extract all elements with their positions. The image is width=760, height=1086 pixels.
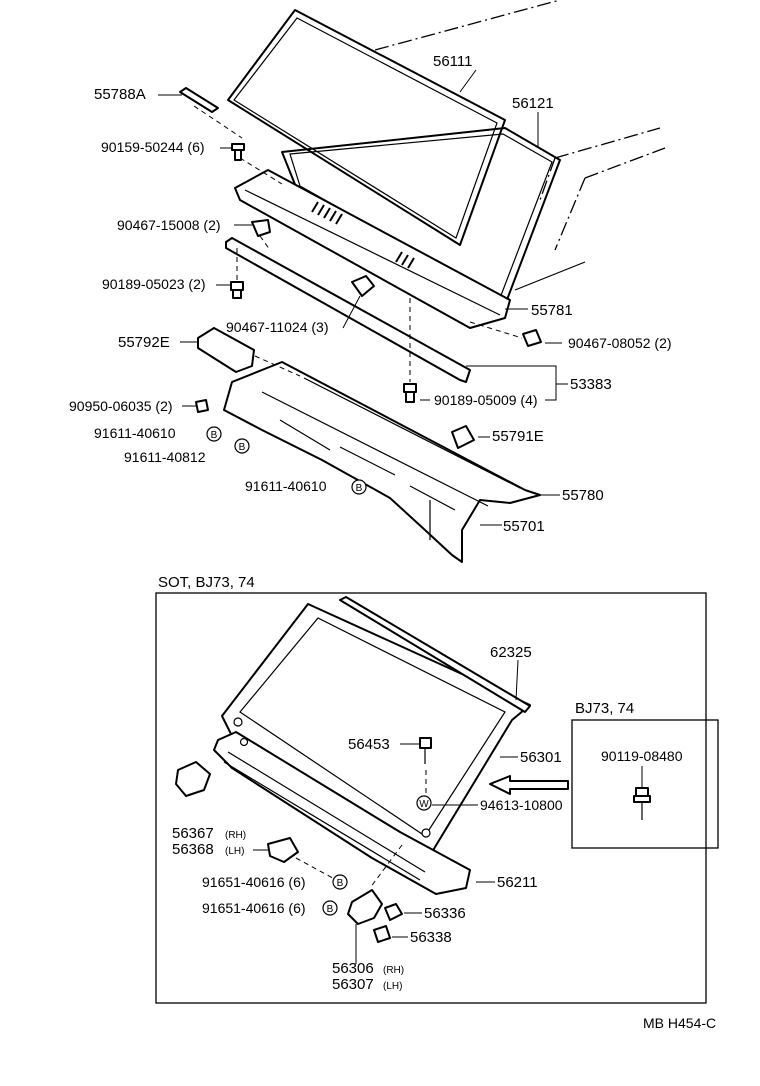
pad-90950: [195, 399, 209, 413]
label-90119: 90119-08480: [601, 748, 683, 764]
label-56301: 56301: [520, 749, 562, 766]
upper-leader-lines: [158, 69, 568, 526]
label-91611-40610-a: 91611-40610: [94, 425, 176, 441]
section-title-bj: BJ73, 74: [575, 700, 634, 717]
label-55781: 55781: [531, 302, 573, 319]
clip-90159: [231, 143, 245, 161]
lower-leader-lines: [253, 659, 643, 964]
marker-b-3: B: [351, 479, 367, 495]
label-56307-side: (LH): [383, 981, 402, 992]
label-56306-side: (RH): [383, 965, 404, 976]
label-56367: 56367: [172, 825, 214, 842]
label-91611-40812: 91611-40812: [124, 449, 206, 465]
label-56367-side: (RH): [225, 830, 246, 841]
body-phantom-lines: [374, 0, 666, 291]
part-56336: [384, 903, 403, 921]
lower-frame-56211: [213, 731, 471, 895]
bracket-56367: [267, 837, 299, 863]
section-title-sot: SOT, BJ73, 74: [158, 574, 255, 591]
svg-text:B: B: [211, 430, 218, 441]
label-55701: 55701: [503, 518, 545, 535]
sot-section-box: [155, 592, 707, 1004]
windshield-frame: [221, 603, 531, 853]
label-56368: 56368: [172, 841, 214, 858]
detail-arrow: [489, 775, 569, 795]
part-56338: [373, 925, 391, 943]
label-53383: 53383: [570, 376, 612, 393]
bolt-56453: [419, 737, 432, 764]
seal-strip-53383: [225, 237, 471, 383]
label-56111: 56111: [433, 53, 473, 70]
assembly-dashed-lines: [193, 105, 523, 382]
svg-text:B: B: [337, 878, 344, 889]
bracket-left-lower: [175, 761, 211, 797]
label-56368-side: (LH): [225, 846, 244, 857]
cowl-top-panel: [234, 169, 511, 329]
diagram-code: MB H454-C: [643, 1015, 716, 1031]
grommet-90467-11024: [351, 275, 375, 297]
bolt-90119: [633, 787, 651, 820]
lower-labels: 62325 56453 56301 94613-10800 56367 (RH)…: [172, 644, 683, 993]
label-90950: 90950-06035 (2): [69, 398, 173, 414]
label-55792e: 55792E: [118, 334, 170, 351]
label-56307: 56307: [332, 976, 374, 993]
svg-text:B: B: [239, 442, 246, 453]
marker-b-4: B: [332, 874, 348, 890]
label-90189-05009: 90189-05009 (4): [434, 392, 538, 408]
cowl-vent-slots: [311, 201, 415, 269]
marker-w: W: [416, 795, 432, 811]
label-90467-11024: 90467-11024 (3): [226, 319, 328, 335]
clip-90189-05023: [230, 281, 244, 299]
label-94613: 94613-10800: [480, 797, 563, 813]
sot-dashed-lines: [295, 770, 427, 889]
label-55780: 55780: [562, 487, 604, 504]
label-56336: 56336: [424, 905, 466, 922]
svg-text:B: B: [327, 904, 334, 915]
label-90467-15008: 90467-15008 (2): [117, 217, 221, 233]
label-91651-a: 91651-40616 (6): [202, 874, 306, 890]
label-56338: 56338: [410, 929, 452, 946]
marker-b-5: B: [322, 900, 338, 916]
label-91651-b: 91651-40616 (6): [202, 900, 306, 916]
bj-inset-box: [571, 719, 719, 849]
svg-text:B: B: [356, 483, 363, 494]
bracket-55791e: [451, 425, 475, 449]
frame-top-rail: [339, 596, 531, 713]
label-91611-40610-b: 91611-40610: [245, 478, 327, 494]
label-56121: 56121: [512, 95, 554, 112]
label-90467-08052: 90467-08052 (2): [568, 335, 672, 351]
windshield-glass: [227, 9, 506, 246]
label-56211: 56211: [497, 874, 538, 891]
label-56306: 56306: [332, 960, 374, 977]
marker-b-1: B: [206, 426, 222, 442]
svg-text:W: W: [419, 799, 429, 810]
upper-labels: 56111 56121 55788A 90159-50244 (6) 90467…: [69, 53, 672, 535]
label-90189-05023: 90189-05023 (2): [102, 276, 206, 292]
cowl-panel: [223, 361, 541, 563]
seal-55788a: [179, 87, 219, 113]
clip-90467-08052: [522, 329, 542, 347]
marker-b-2: B: [234, 438, 250, 454]
label-56453: 56453: [348, 736, 390, 753]
label-55788a: 55788A: [94, 86, 146, 103]
clip-90467-15008: [251, 219, 271, 237]
label-90159: 90159-50244 (6): [101, 139, 205, 155]
label-62325: 62325: [490, 644, 532, 661]
hinge-56306: [347, 889, 383, 925]
clip-90189-05009: [403, 383, 417, 403]
bracket-55792e: [197, 327, 255, 373]
label-55791e: 55791E: [492, 428, 544, 445]
